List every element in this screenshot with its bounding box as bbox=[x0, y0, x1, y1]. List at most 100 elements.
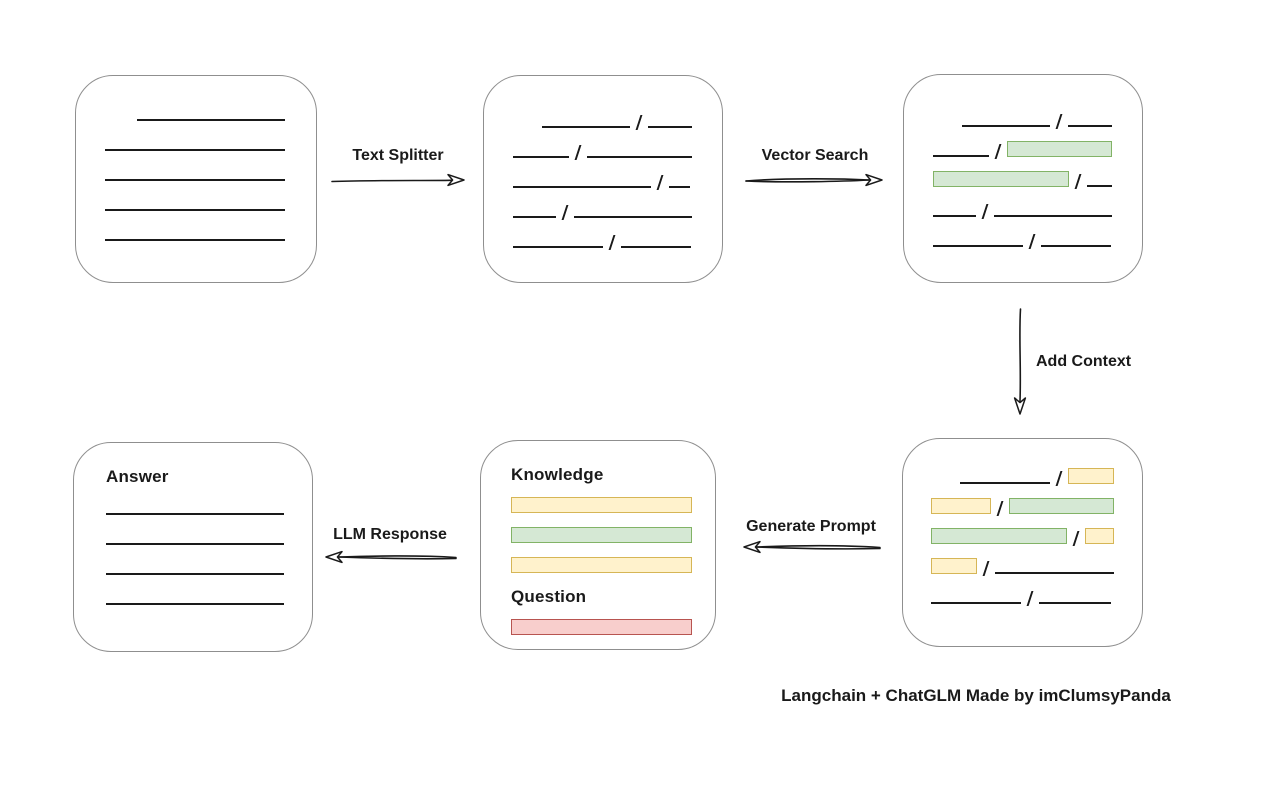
context-chunks-node bbox=[902, 438, 1143, 647]
chunk-row bbox=[960, 467, 1114, 486]
slash-separator bbox=[608, 235, 616, 250]
text-line bbox=[106, 543, 284, 545]
text-line bbox=[105, 179, 285, 181]
context-chunk-lines bbox=[903, 439, 1142, 646]
llm-response-arrow bbox=[325, 550, 457, 564]
slash-separator bbox=[1026, 591, 1034, 606]
split-chunks-node bbox=[483, 75, 723, 283]
chunk-row bbox=[931, 587, 1114, 606]
split-chunk-lines bbox=[484, 76, 722, 282]
text-line bbox=[574, 216, 692, 218]
chunk-row bbox=[513, 201, 692, 220]
text-line bbox=[105, 209, 285, 211]
chunk-row bbox=[105, 224, 286, 241]
text-line bbox=[513, 186, 651, 188]
yellow-chunk bbox=[511, 497, 692, 513]
text-line bbox=[960, 482, 1050, 484]
slash-separator bbox=[983, 561, 990, 576]
arrow-right-head bbox=[447, 173, 465, 187]
chunk-row bbox=[513, 231, 692, 250]
text-line bbox=[587, 156, 692, 158]
text-line bbox=[513, 246, 603, 248]
yellow-chunk bbox=[1067, 468, 1114, 484]
yellow-chunk bbox=[931, 558, 978, 574]
chunk-row bbox=[106, 588, 284, 605]
chunk-row bbox=[511, 556, 692, 573]
chunk-row bbox=[933, 140, 1112, 159]
text-line bbox=[1041, 245, 1111, 247]
chunk-row bbox=[137, 104, 286, 121]
slash-separator bbox=[635, 115, 643, 130]
text-line bbox=[648, 126, 692, 128]
add-context-label: Add Context bbox=[1036, 353, 1132, 370]
chunk-row bbox=[933, 200, 1112, 219]
answer-contents: Answer bbox=[74, 443, 312, 651]
text-line bbox=[137, 119, 285, 121]
text-line bbox=[542, 126, 631, 128]
chunk-row bbox=[931, 527, 1114, 546]
matched-chunk-lines bbox=[904, 75, 1142, 282]
slash-separator bbox=[994, 144, 1002, 159]
answer-label: Answer bbox=[106, 467, 169, 486]
green-chunk bbox=[931, 528, 1067, 544]
yellow-chunk bbox=[1084, 528, 1114, 544]
green-chunk bbox=[511, 527, 692, 543]
generate-prompt-arrow bbox=[743, 540, 881, 554]
chunk-row bbox=[511, 526, 692, 543]
arrow-left-head bbox=[325, 550, 343, 564]
slash-separator bbox=[561, 205, 569, 220]
text-line bbox=[1087, 185, 1112, 187]
chunk-row bbox=[105, 164, 286, 181]
arrow-left-head bbox=[743, 540, 761, 554]
chunk-row bbox=[931, 497, 1114, 516]
slash-separator bbox=[996, 501, 1004, 516]
knowledge-label: Knowledge bbox=[511, 465, 604, 484]
chunk-row bbox=[511, 496, 692, 513]
vector-search-label: Vector Search bbox=[761, 147, 869, 164]
slash-separator bbox=[1055, 114, 1063, 129]
text-line bbox=[105, 149, 285, 151]
text-line bbox=[513, 216, 557, 218]
slash-separator bbox=[1055, 471, 1063, 486]
yellow-chunk bbox=[511, 557, 692, 573]
chunk-row bbox=[933, 230, 1112, 249]
chunk-row bbox=[105, 194, 286, 211]
text-line bbox=[669, 186, 690, 188]
arrow-down-head bbox=[1013, 397, 1027, 415]
slash-separator bbox=[981, 204, 989, 219]
vector-search-arrow bbox=[745, 173, 883, 187]
yellow-chunk bbox=[931, 498, 992, 514]
generate-prompt-label: Generate Prompt bbox=[746, 518, 876, 535]
slash-separator bbox=[1074, 174, 1082, 189]
green-chunk bbox=[933, 171, 1070, 187]
document-lines bbox=[76, 76, 316, 282]
text-line bbox=[931, 602, 1021, 604]
credit-caption: Langchain + ChatGLM Made by imClumsyPand… bbox=[781, 686, 1171, 705]
chunk-row bbox=[511, 618, 692, 635]
question-label: Question bbox=[511, 587, 587, 606]
text-line bbox=[994, 215, 1112, 217]
green-chunk bbox=[1009, 498, 1114, 514]
text-line bbox=[513, 156, 570, 158]
chunk-row bbox=[513, 171, 692, 190]
chunk-row bbox=[542, 111, 692, 130]
add-context-arrow bbox=[1013, 308, 1027, 415]
slash-separator bbox=[574, 145, 582, 160]
text-line bbox=[106, 603, 284, 605]
text-line bbox=[933, 215, 977, 217]
text-line bbox=[995, 572, 1114, 574]
text-line bbox=[933, 155, 990, 157]
slash-separator bbox=[1072, 531, 1079, 546]
chunk-row bbox=[962, 110, 1112, 129]
chunk-row bbox=[106, 498, 284, 515]
llm-response-label: LLM Response bbox=[333, 526, 447, 543]
text-line bbox=[105, 239, 285, 241]
text-splitter-arrow bbox=[331, 173, 465, 187]
text-line bbox=[1039, 602, 1111, 604]
red-chunk bbox=[511, 619, 692, 635]
text-line bbox=[106, 573, 284, 575]
chunk-row bbox=[931, 557, 1114, 576]
